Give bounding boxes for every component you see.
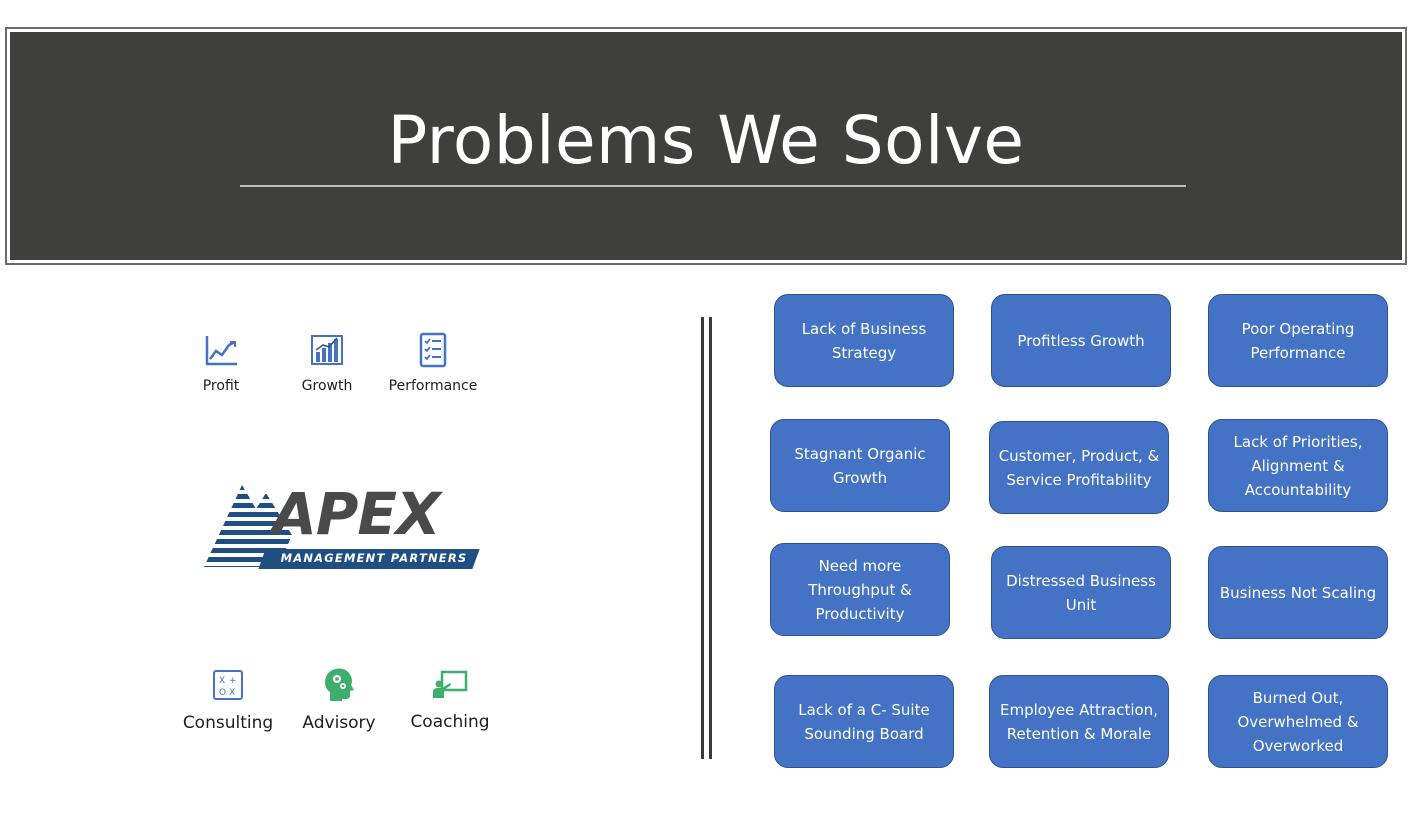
problem-tile: Customer, Product, & Service Profitabili… [989,421,1169,514]
consulting-item: X + O X Consulting [173,667,283,733]
growth-item: Growth [272,330,382,394]
coaching-item: Coaching [395,668,505,732]
title-banner: Problems We Solve [5,27,1407,265]
problem-tile: Lack of Priorities, Alignment & Accounta… [1208,419,1388,512]
checklist-icon [419,332,447,368]
consulting-label: Consulting [182,713,274,733]
profit-label: Profit [202,378,240,394]
svg-text:O: O [219,688,226,698]
svg-text:+: + [229,676,237,686]
problem-tile: Lack of a C- Suite Sounding Board [774,675,954,768]
presenter-board-icon [433,670,468,698]
title-banner-background: Problems We Solve [10,32,1402,260]
svg-text:X: X [229,688,235,698]
page-title: Problems We Solve [387,102,1025,179]
problem-tile: Employee Attraction, Retention & Morale [989,675,1169,768]
divider-right-line [709,317,712,759]
problem-tile: Profitless Growth [991,294,1171,387]
svg-text:X: X [219,676,225,686]
problem-tile: Need more Throughput & Productivity [770,543,950,636]
problem-tile: Business Not Scaling [1208,546,1388,639]
problem-tile: Lack of Business Strategy [774,294,954,387]
problem-tile: Poor Operating Performance [1208,294,1388,387]
line-chart-icon [205,336,237,366]
title-underline [240,185,1186,187]
problem-tile: Burned Out, Overwhelmed & Overworked [1208,675,1388,768]
advisory-item: Advisory [284,665,394,733]
apex-logo: APEX MANAGEMENT PARTNERS [200,475,480,575]
divider-left-line [701,317,704,759]
head-gears-icon [325,668,354,701]
advisory-label: Advisory [302,713,376,733]
logo-wordmark: APEX [272,480,441,548]
mountain-stripes-icon [204,485,292,567]
performance-item: Performance [378,330,488,394]
profit-item: Profit [166,330,276,394]
growth-label: Growth [301,378,353,394]
strategy-board-icon: X + O X [213,670,243,700]
problem-tile: Distressed Business Unit [991,546,1171,639]
problem-tile: Stagnant Organic Growth [770,419,950,512]
coaching-label: Coaching [410,712,490,732]
bar-chart-icon [311,335,343,365]
logo-tagline: MANAGEMENT PARTNERS [280,551,468,565]
performance-label: Performance [388,378,478,394]
